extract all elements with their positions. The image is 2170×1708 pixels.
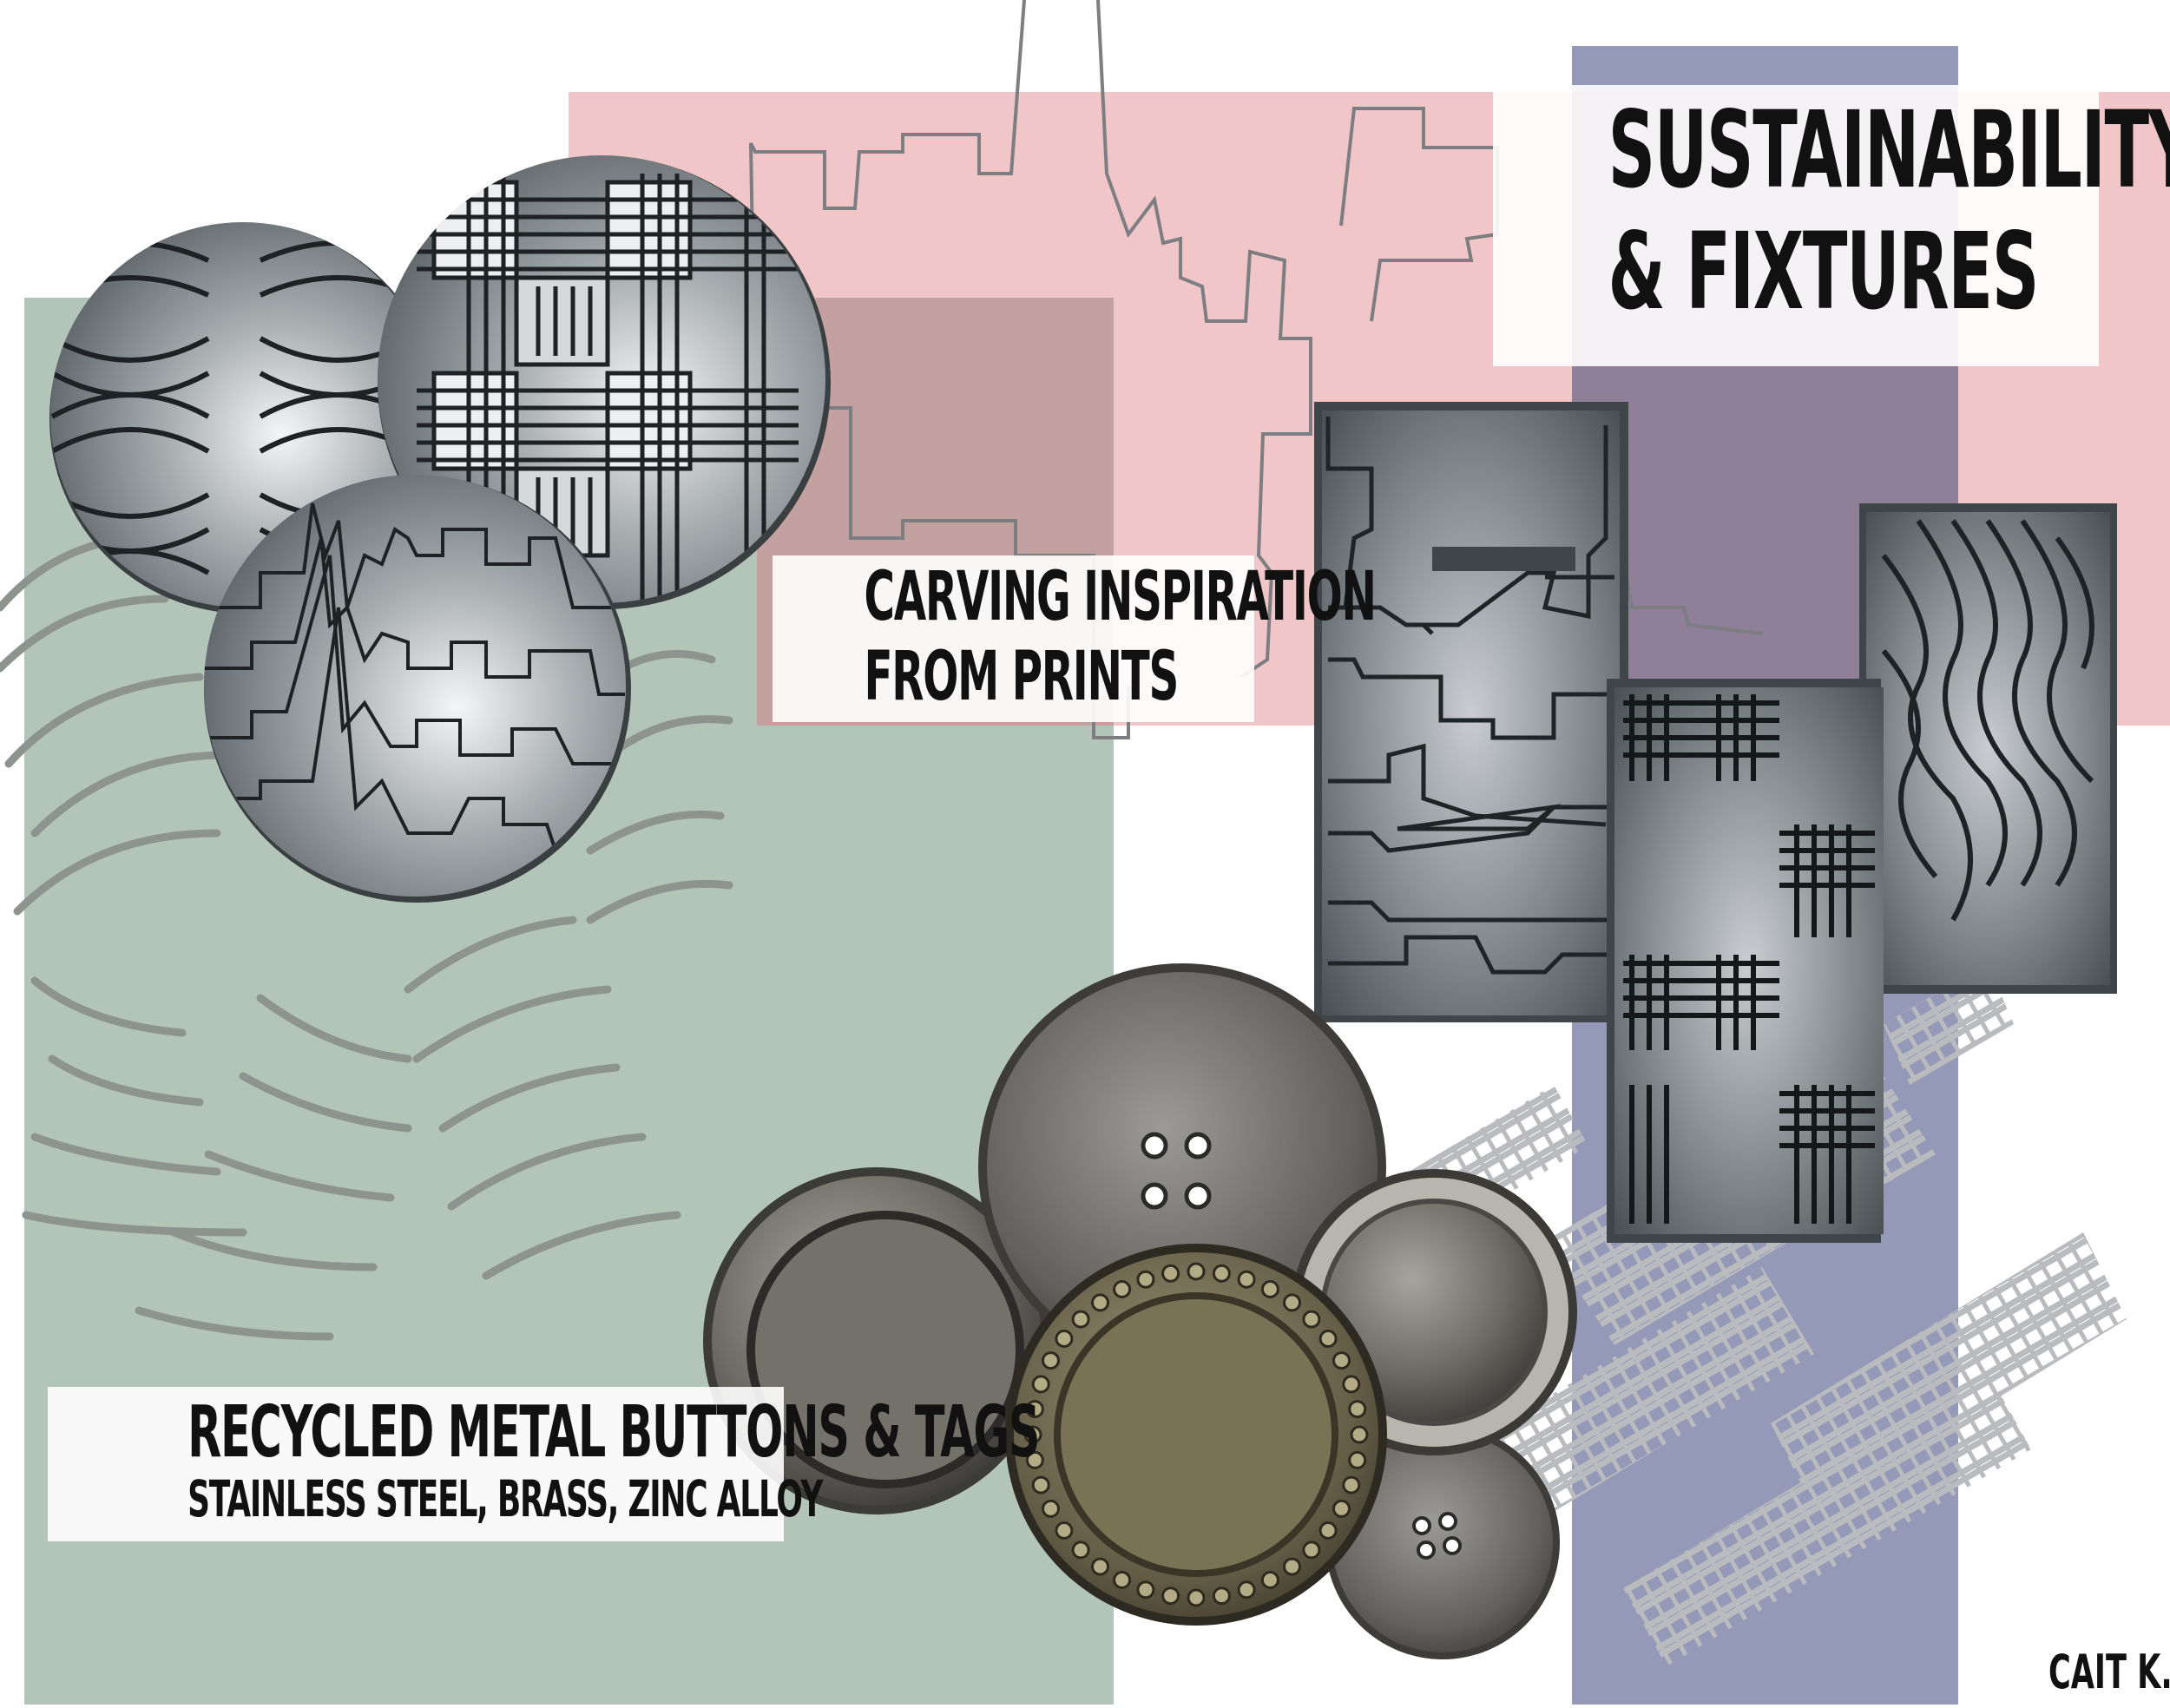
bead [1237,1270,1256,1289]
bead [1031,1475,1050,1494]
skyline-button [204,475,631,903]
title-line-2: & FIXTURES [1608,210,2040,334]
bead [1071,1540,1090,1560]
metal-buttons-cluster [703,963,1577,1659]
small-four-hole-button [1325,1425,1560,1659]
bead [1283,1557,1301,1576]
title-label: SUSTAINABILITY & FIXTURES [1493,85,2170,366]
bead [1161,1264,1180,1283]
bead [1212,1586,1231,1606]
carving-line-1: CARVING INSPIRATION [864,558,1376,636]
bead [1136,1270,1155,1289]
bead [1031,1375,1050,1394]
bead [1318,1330,1338,1348]
bead [1055,1521,1074,1540]
bead [1187,1588,1206,1607]
bead [1332,1499,1351,1518]
bead [1302,1310,1321,1329]
bead [1318,1521,1338,1540]
bead [1055,1330,1074,1348]
bead [1212,1264,1231,1283]
recycled-line-1: RECYCLED METAL BUTTONS & TAGS [187,1391,1040,1474]
bead [1348,1450,1367,1469]
bead [1342,1475,1361,1494]
artist-signature: CAIT K. [2048,1645,2170,1699]
large-rimmed-button [703,1167,1050,1514]
carving-label: CARVING INSPIRATION FROM PRINTS [773,555,1377,722]
bead [1187,1262,1206,1281]
bead [1113,1280,1132,1298]
recycled-label: RECYCLED METAL BUTTONS & TAGS STAINLESS … [48,1387,1041,1541]
recycled-line-2: STAINLESS STEEL, BRASS, ZINC ALLOY [187,1469,823,1529]
bead [1260,1280,1279,1298]
bead [1025,1450,1044,1469]
skyline-tag [1314,402,1628,1022]
bead [1042,1351,1060,1370]
bead [1237,1580,1256,1600]
bead [1350,1425,1369,1444]
wave-line-art [0,534,733,1341]
bead [1025,1400,1044,1419]
wave-tag [1432,503,2117,994]
title-line-1: SUSTAINABILITY [1608,89,2170,212]
bead [1091,1557,1109,1576]
bead [1113,1571,1132,1589]
bead [1348,1400,1367,1419]
carving-line-2: FROM PRINTS [864,637,1179,716]
bead [1042,1499,1060,1518]
bead [1023,1425,1042,1444]
bead [1071,1310,1090,1329]
brass-beaded-button [1005,1244,1387,1626]
weave-tag [1607,679,1884,1243]
bead [1091,1293,1109,1312]
bead [1260,1571,1279,1589]
bead [1302,1540,1321,1560]
bead [1332,1351,1351,1370]
bead [1342,1375,1361,1394]
bead [1136,1580,1155,1600]
bead [1283,1293,1301,1312]
bead [1161,1586,1180,1606]
